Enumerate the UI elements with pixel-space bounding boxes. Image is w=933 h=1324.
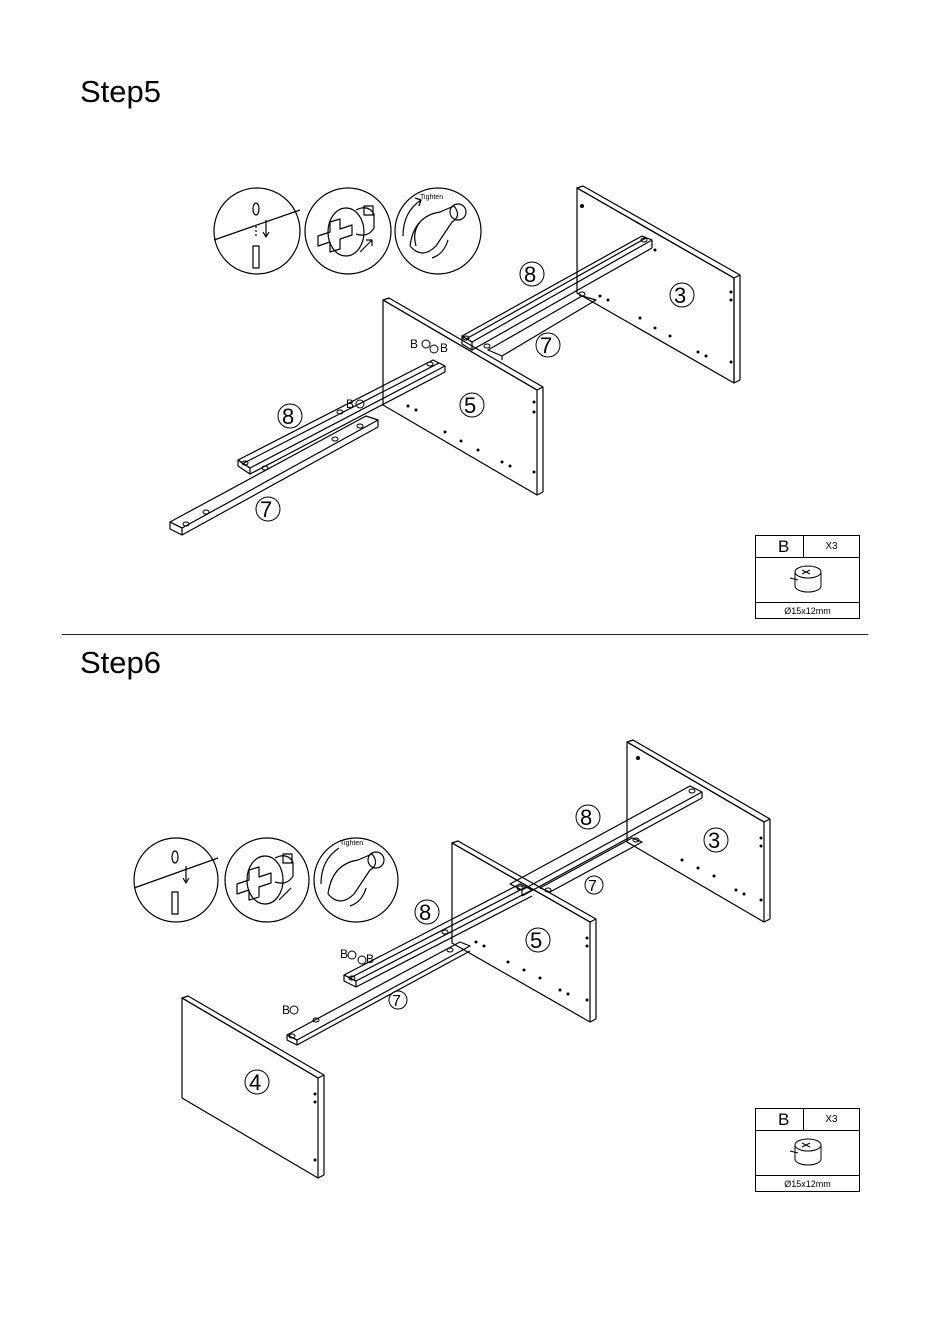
panel-3 xyxy=(627,740,770,922)
fastener-b-label: B xyxy=(366,952,374,966)
cam-lock-insert-icon xyxy=(225,838,309,922)
fastener-b-label: B xyxy=(346,397,354,411)
part-8-label: 8 xyxy=(282,404,294,429)
part-8-label: 8 xyxy=(524,262,536,287)
rail-7-lower xyxy=(170,416,378,535)
rail-8-lower xyxy=(238,360,445,474)
rail-8-lower xyxy=(344,884,532,987)
hardware-size: Ø15x12mm xyxy=(756,603,859,618)
fastener-b-label: B xyxy=(440,341,448,355)
cam-lock-insert-icon xyxy=(305,188,391,274)
part-3-label: 3 xyxy=(674,283,686,308)
fastener-b-label: B xyxy=(282,1003,290,1017)
rail-holes xyxy=(183,238,695,1038)
part-7-label: 7 xyxy=(588,878,597,895)
hardware-box: B X3 Ø15x12mm xyxy=(755,1108,860,1192)
hardware-qty: X3 xyxy=(804,536,859,557)
part-8-label: 8 xyxy=(419,900,431,925)
rail-8-upper xyxy=(510,786,702,896)
hardware-size: Ø15x12mm xyxy=(756,1176,859,1191)
cam-lock-fitting-icon xyxy=(756,1131,859,1176)
hardware-box: B X3 Ø15x12mm xyxy=(755,535,860,619)
hardware-qty: X3 xyxy=(804,1109,859,1130)
fastener-b-label: B xyxy=(340,947,348,961)
tighten-label: Tighten xyxy=(340,840,363,847)
tighten-cam-icon xyxy=(314,838,398,922)
hole-marks xyxy=(314,204,763,1162)
fastener-b-label: B xyxy=(410,337,418,351)
part-5-label: 5 xyxy=(530,928,542,953)
rail-8-upper xyxy=(462,236,652,350)
part-4-label: 4 xyxy=(249,1070,261,1095)
part-7-label: 7 xyxy=(540,333,552,358)
part-5-label: 5 xyxy=(464,393,476,418)
part-3-label: 3 xyxy=(708,828,720,853)
part-7-label: 7 xyxy=(392,993,401,1010)
hardware-code: B xyxy=(756,536,804,557)
panel-3 xyxy=(577,186,740,383)
dowel-insert-icon xyxy=(134,838,218,922)
part-7-label: 7 xyxy=(260,497,272,522)
cam-lock-fitting-icon xyxy=(756,558,859,603)
hardware-code: B xyxy=(756,1109,804,1130)
part-8-label: 8 xyxy=(580,805,592,830)
dowel-insert-icon xyxy=(214,188,300,274)
tighten-label: Tighten xyxy=(420,194,443,201)
